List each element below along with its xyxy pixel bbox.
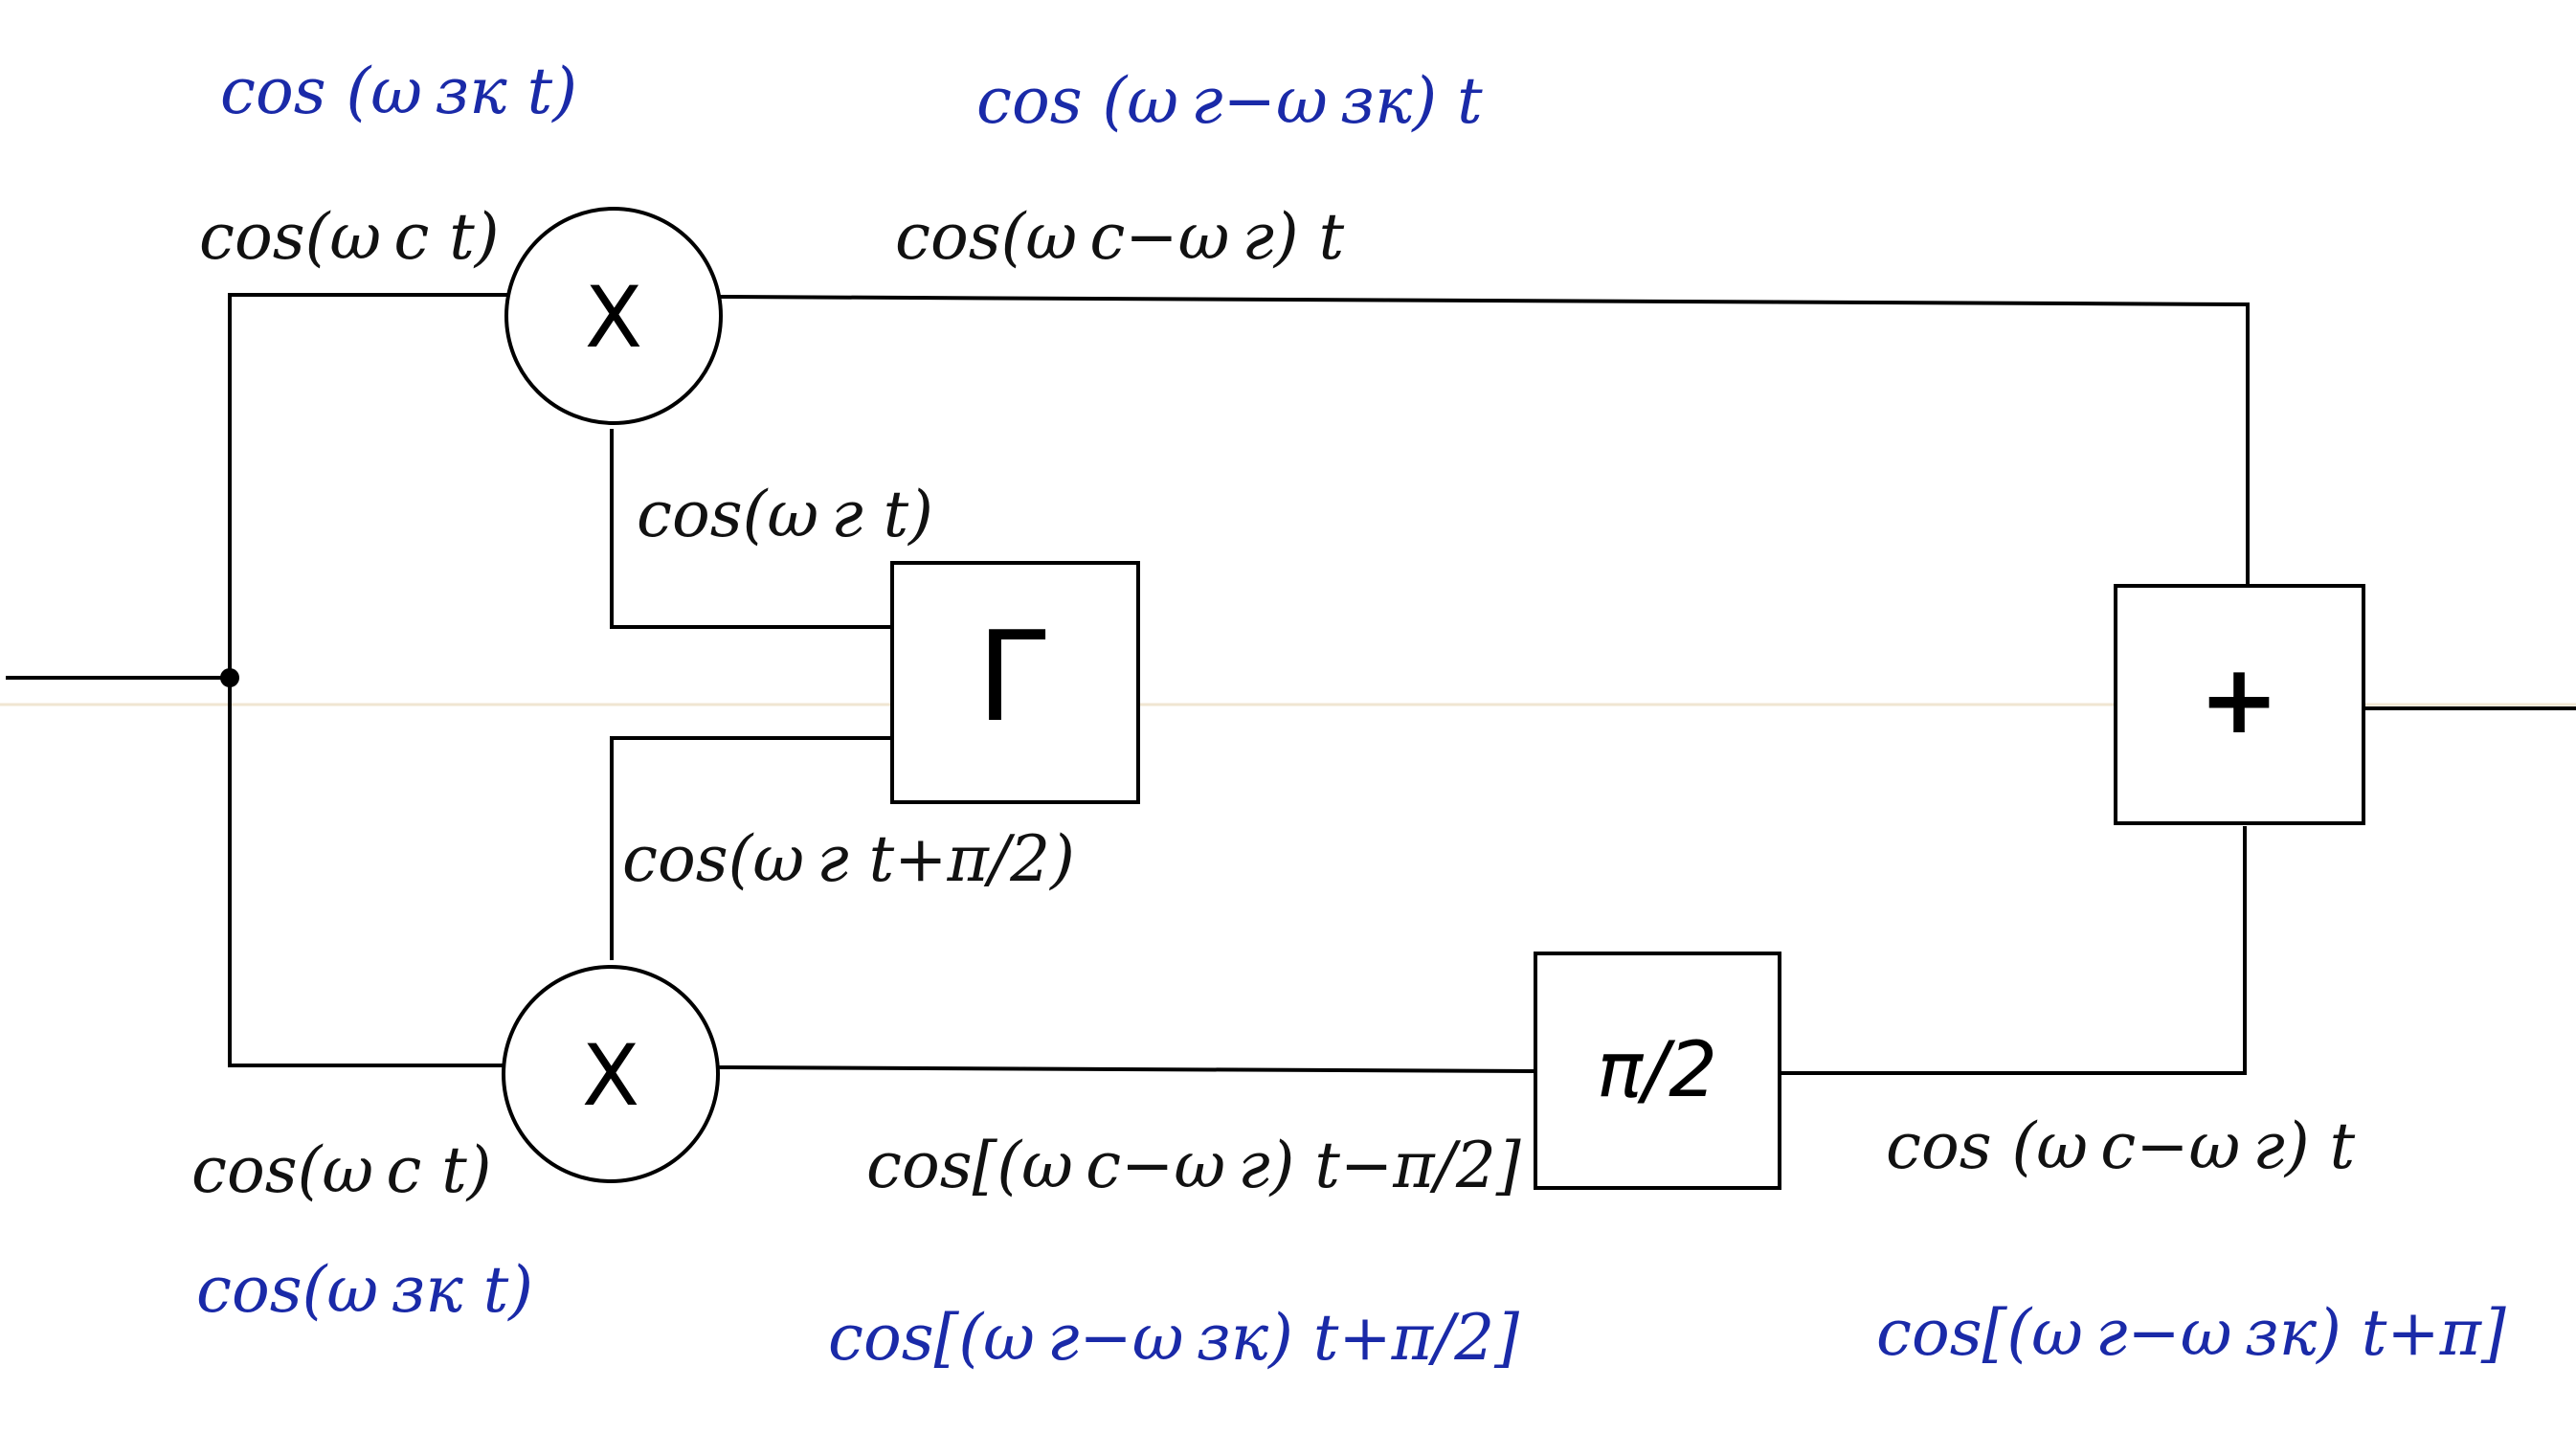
label-mixer-top-out-blue: cos (ω г−ω зк) t bbox=[976, 64, 1483, 138]
label-mixer-bottom-out-black: cos[(ω c−ω г) t−π/2] bbox=[866, 1129, 1521, 1202]
phase-shifter-symbol: π/2 bbox=[1597, 1025, 1717, 1114]
wire-mixer-bottom-to-shifter bbox=[715, 1064, 1538, 1074]
adder-block: + bbox=[2114, 584, 2365, 825]
generator-symbol: Г bbox=[976, 604, 1052, 750]
label-mixer-top-in-blue: cos (ω зк t) bbox=[220, 55, 577, 128]
mixer-bottom-symbol: X bbox=[582, 1026, 639, 1125]
label-mixer-bottom-out-blue: cos[(ω г−ω зк) t+π/2] bbox=[828, 1301, 1519, 1375]
wire-mixer-top-to-adder bbox=[717, 294, 2250, 588]
wire-generator-to-mixer-top bbox=[610, 429, 892, 629]
mixer-top: X bbox=[504, 207, 723, 425]
adder-symbol: + bbox=[2199, 643, 2279, 755]
mixer-top-symbol: X bbox=[585, 268, 642, 367]
wires bbox=[6, 293, 2576, 1075]
label-generator-out-bottom: cos(ω г t+π/2) bbox=[622, 822, 1075, 896]
label-shifter-out-black: cos (ω c−ω г) t bbox=[1886, 1109, 2356, 1183]
label-mixer-bottom-in-black: cos(ω c t) bbox=[191, 1133, 492, 1207]
label-mixer-top-out-black: cos(ω c−ω г) t bbox=[895, 200, 1345, 274]
labels: cos (ω зк t) cos(ω c t) cos (ω г−ω зк) t… bbox=[191, 55, 2506, 1375]
junction-dot bbox=[220, 668, 239, 687]
mixer-bottom: X bbox=[502, 965, 720, 1183]
label-shifter-out-blue: cos[(ω г−ω зк) t+π] bbox=[1876, 1296, 2506, 1370]
wire-to-mixer-top bbox=[228, 293, 509, 680]
phase-shifter-block: π/2 bbox=[1534, 952, 1781, 1190]
label-mixer-top-in-black: cos(ω c t) bbox=[199, 200, 500, 274]
generator-block: Г bbox=[890, 561, 1140, 804]
wire-generator-to-mixer-bottom bbox=[610, 736, 892, 960]
label-mixer-bottom-in-blue: cos(ω зк t) bbox=[196, 1253, 533, 1327]
wire-shifter-to-adder bbox=[1778, 826, 2247, 1075]
wire-to-mixer-bottom bbox=[228, 676, 504, 1067]
label-generator-out-top: cos(ω г t) bbox=[637, 478, 933, 551]
